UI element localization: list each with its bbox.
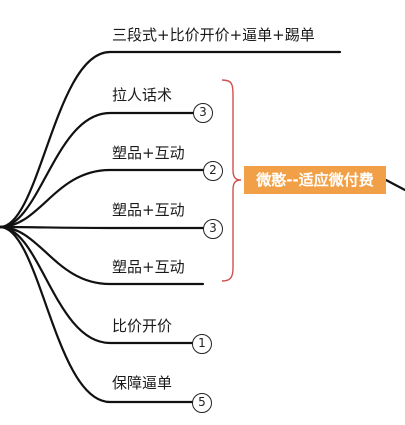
connector-branch-4	[0, 225, 205, 230]
group-bracket	[221, 79, 242, 282]
badge-branch-7: 5	[192, 393, 212, 413]
connector-branch-5	[0, 225, 205, 286]
connector-branch-7	[0, 225, 205, 404]
branch-label-3[interactable]: 塑品+互动	[112, 144, 185, 162]
connector-branch-1	[0, 50, 342, 229]
branch-label-4[interactable]: 塑品+互动	[112, 201, 185, 219]
branch-label-7[interactable]: 保障逼单	[112, 374, 173, 392]
connector-branch-2	[0, 111, 205, 229]
connector-to-next	[384, 178, 405, 192]
branch-label-6[interactable]: 比价开价	[112, 317, 173, 335]
branch-label-2[interactable]: 拉人话术	[112, 86, 173, 104]
badge-branch-3: 2	[203, 161, 223, 181]
branch-label-5[interactable]: 塑品+互动	[112, 258, 185, 276]
connector-branch-6	[0, 225, 205, 345]
badge-branch-2: 3	[193, 103, 213, 123]
branch-label-1[interactable]: 三段式+比价开价+逼单+踢单	[112, 26, 315, 44]
badge-branch-4: 3	[203, 219, 223, 239]
connector-branch-3	[0, 168, 205, 229]
center-node[interactable]: 微憨--适应微付费	[244, 166, 386, 194]
badge-branch-6: 1	[192, 334, 212, 354]
